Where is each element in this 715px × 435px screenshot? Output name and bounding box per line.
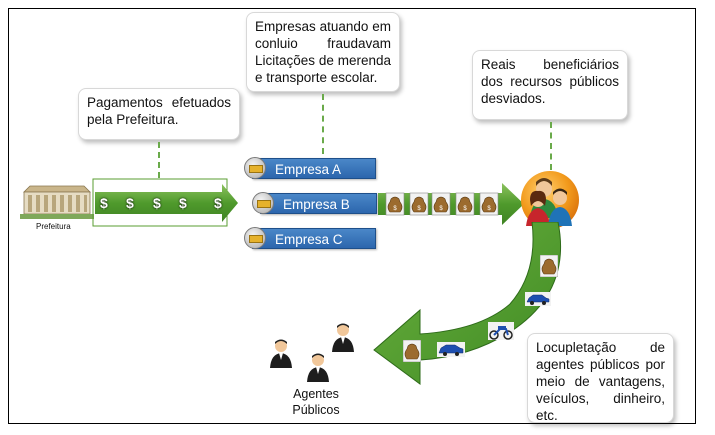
car-icon bbox=[437, 342, 465, 357]
coin-icon-a bbox=[244, 157, 266, 179]
empresa-b-label: Empresa B bbox=[283, 197, 350, 212]
coin-icon-b bbox=[252, 192, 274, 214]
empresa-a: Empresa A bbox=[252, 158, 376, 179]
prefeitura-label: Prefeitura bbox=[36, 222, 71, 231]
businessman-icon bbox=[332, 323, 354, 352]
money-bag-icon: $ bbox=[479, 192, 499, 216]
dash-reais bbox=[550, 122, 552, 170]
svg-text:$: $ bbox=[487, 206, 491, 212]
callout-reais-text: Reais beneficiários dos recursos público… bbox=[481, 57, 619, 106]
businessman-icon bbox=[307, 353, 329, 382]
money-bag-icon: $ bbox=[385, 192, 405, 216]
car-icon bbox=[525, 292, 551, 306]
dollar-5: $ bbox=[214, 195, 222, 211]
empresa-b: Empresa B bbox=[260, 193, 377, 214]
money-bag-icon bbox=[403, 340, 421, 362]
businessman-icon bbox=[270, 339, 292, 368]
dash-empresas bbox=[322, 94, 324, 154]
callout-locupletacao: Locupletação de agentes públicos por mei… bbox=[527, 333, 674, 423]
empresa-c: Empresa C bbox=[252, 228, 376, 249]
dollar-1: $ bbox=[100, 195, 108, 211]
curved-return-arrow bbox=[373, 222, 562, 385]
people-group-icon bbox=[521, 171, 579, 229]
dollar-2: $ bbox=[126, 195, 134, 211]
dollar-row: $ $ $ $ $ bbox=[100, 195, 230, 213]
money-bag-icon bbox=[540, 255, 558, 277]
dollar-4: $ bbox=[179, 195, 187, 211]
agentes-label: Agentes Públicos bbox=[292, 387, 340, 417]
svg-text:$: $ bbox=[417, 206, 421, 212]
money-bag-icon: $ bbox=[455, 192, 475, 216]
empresa-c-label: Empresa C bbox=[275, 232, 343, 247]
motorcycle-icon bbox=[488, 322, 514, 340]
money-bag-icon: $ bbox=[409, 192, 429, 216]
money-bag-row: $ $ $ $ $ bbox=[385, 192, 499, 216]
callout-reais: Reais beneficiários dos recursos público… bbox=[472, 50, 628, 120]
svg-text:$: $ bbox=[393, 206, 397, 212]
dash-pagamentos bbox=[158, 142, 160, 178]
callout-pagamentos: Pagamentos efetuados pela Prefeitura. bbox=[78, 88, 240, 140]
empresa-a-label: Empresa A bbox=[275, 162, 342, 177]
dollar-3: $ bbox=[153, 195, 161, 211]
svg-text:$: $ bbox=[439, 206, 443, 212]
coin-icon-c bbox=[244, 227, 266, 249]
callout-pagamentos-text: Pagamentos efetuados pela Prefeitura. bbox=[87, 95, 231, 127]
callout-empresas: Empresas atuando em conluio fraudavam Li… bbox=[246, 12, 400, 92]
svg-text:$: $ bbox=[463, 206, 467, 212]
callout-empresas-text: Empresas atuando em conluio fraudavam Li… bbox=[255, 19, 391, 85]
money-bag-icon: $ bbox=[431, 192, 451, 216]
prefeitura-building-icon bbox=[20, 185, 94, 219]
payment-arrow bbox=[92, 178, 238, 227]
callout-locupletacao-text: Locupletação de agentes públicos por mei… bbox=[536, 340, 665, 423]
